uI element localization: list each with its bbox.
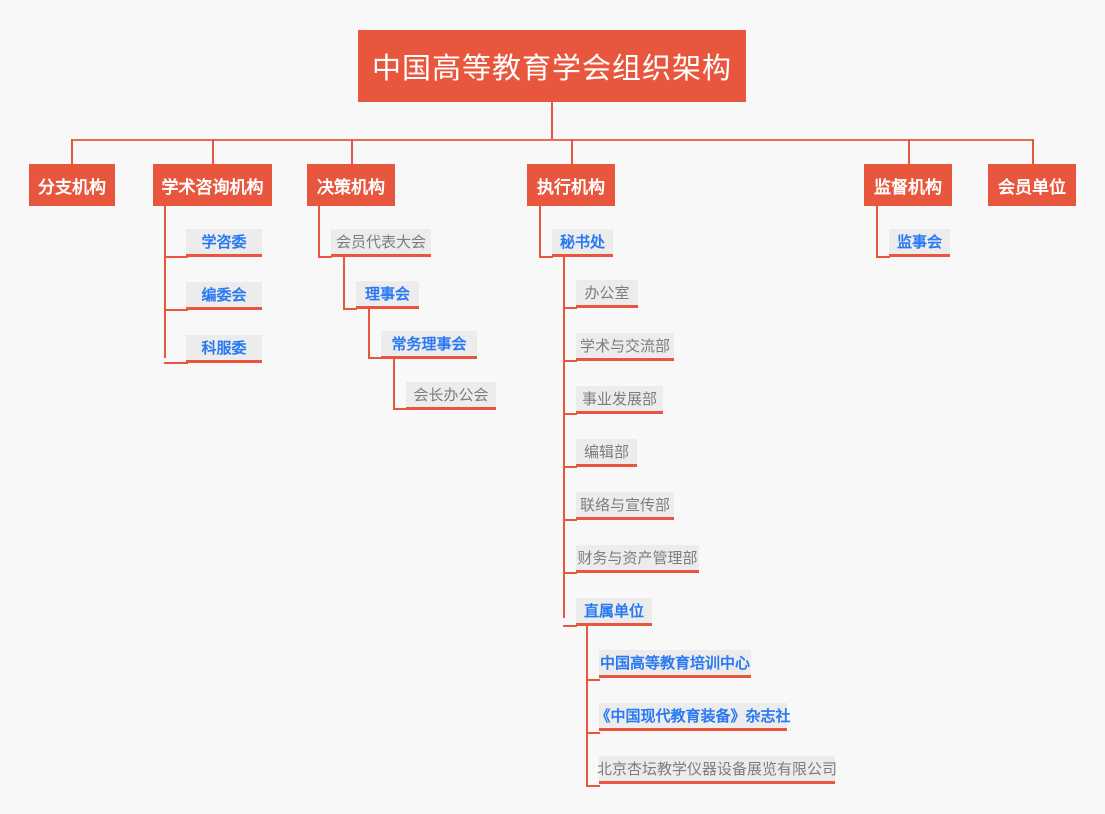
leaf-node-zazhishe[interactable]: 《中国现代教育装备》杂志社 <box>596 703 791 731</box>
leaf-node-huiyuan-daibiao-dahui[interactable]: 会员代表大会 <box>331 229 431 257</box>
connector-xueshu-to-bianweihui <box>164 309 188 311</box>
connector-juece-to-daibiaodahui <box>318 256 332 258</box>
connector-mishuchu-to-caiwu <box>563 572 577 574</box>
connector-zhixing-spine <box>539 206 541 256</box>
level2-node-xueshu-zixun[interactable]: 学术咨询机构 <box>153 164 272 206</box>
level2-node-fenzhi[interactable]: 分支机构 <box>29 164 115 206</box>
connector-drop-juece <box>351 139 353 164</box>
leaf-node-lishi-hui[interactable]: 理事会 <box>356 281 419 309</box>
connector-drop-zhixing <box>571 139 573 164</box>
connector-zhishu-to-xingtan-gongsi <box>586 785 600 787</box>
connector-mishuchu-to-xueshu-jiaoliu <box>563 360 577 362</box>
leaf-node-shiye-fazhan-bu[interactable]: 事业发展部 <box>576 386 663 414</box>
leaf-node-bianji-bu[interactable]: 编辑部 <box>576 439 637 467</box>
leaf-node-zhishu-danwei[interactable]: 直属单位 <box>576 598 652 626</box>
connector-mishuchu-to-bianji <box>563 466 577 468</box>
connector-lishihui-spine <box>368 308 370 359</box>
leaf-node-jianshi-hui[interactable]: 监事会 <box>889 229 950 257</box>
leaf-node-caiwu-zichan-bu[interactable]: 财务与资产管理部 <box>576 545 699 573</box>
connector-mishuchu-spine <box>563 256 565 618</box>
leaf-node-mishuchu[interactable]: 秘书处 <box>552 229 613 257</box>
connector-daibiaodahui-to-lishihui <box>343 308 357 310</box>
connector-drop-jiandu <box>908 139 910 164</box>
leaf-node-bangongshi[interactable]: 办公室 <box>576 280 638 308</box>
leaf-node-xuezi-wei[interactable]: 学咨委 <box>186 229 262 257</box>
connector-changwu-to-huizhang <box>393 408 407 410</box>
connector-xueshu-to-kefuwei <box>164 362 188 364</box>
connector-jiandu-spine <box>876 206 878 256</box>
connector-level2-bus <box>71 139 1034 141</box>
leaf-node-kefu-wei[interactable]: 科服委 <box>186 335 262 363</box>
connector-xueshu-to-xueziwei <box>164 256 188 258</box>
leaf-node-xueshu-jiaoliu-bu[interactable]: 学术与交流部 <box>576 333 674 361</box>
leaf-node-xingtan-gongsi[interactable]: 北京杏坛教学仪器设备展览有限公司 <box>597 756 837 784</box>
connector-zhixing-to-mishuchu <box>539 256 553 258</box>
connector-mishuchu-to-lianluo <box>563 519 577 521</box>
connector-zhishu-to-zazhishe <box>586 732 600 734</box>
connector-mishuchu-to-shiye-fazhan <box>563 413 577 415</box>
leaf-node-peixun-zhongxin[interactable]: 中国高等教育培训中心 <box>599 650 751 678</box>
connector-zhishu-to-peixun-zhongxin <box>586 679 600 681</box>
connector-xueshu-spine <box>164 206 166 358</box>
connector-juece-spine <box>318 206 320 256</box>
connector-lishihui-to-changwu <box>368 357 382 359</box>
leaf-node-bianwei-hui[interactable]: 编委会 <box>186 282 262 310</box>
connector-drop-fenzhi <box>71 139 73 164</box>
connector-jiandu-to-jianshihui <box>876 256 890 258</box>
level2-node-zhixing[interactable]: 执行机构 <box>527 164 615 206</box>
connector-changwu-spine <box>393 357 395 409</box>
connector-drop-huiyuan <box>1032 139 1034 164</box>
leaf-node-huizhang-bangonghui[interactable]: 会长办公会 <box>406 382 496 410</box>
leaf-node-changwu-lishi-hui[interactable]: 常务理事会 <box>381 331 477 359</box>
connector-drop-xueshu <box>212 139 214 164</box>
level2-node-jiandu[interactable]: 监督机构 <box>864 164 952 206</box>
level2-node-juece[interactable]: 决策机构 <box>307 164 395 206</box>
level2-node-huiyuan-danwei[interactable]: 会员单位 <box>988 164 1076 206</box>
leaf-node-lianluo-xuanchuan-bu[interactable]: 联络与宣传部 <box>576 492 674 520</box>
root-node-org-title[interactable]: 中国高等教育学会组织架构 <box>358 30 746 102</box>
connector-root-stem <box>551 102 553 141</box>
connector-zhishu-danwei-spine <box>586 625 588 785</box>
connector-daibiaodahui-spine <box>343 256 345 308</box>
connector-mishuchu-to-zhishu-danwei <box>563 625 577 627</box>
connector-mishuchu-to-bangongshi <box>563 307 577 309</box>
